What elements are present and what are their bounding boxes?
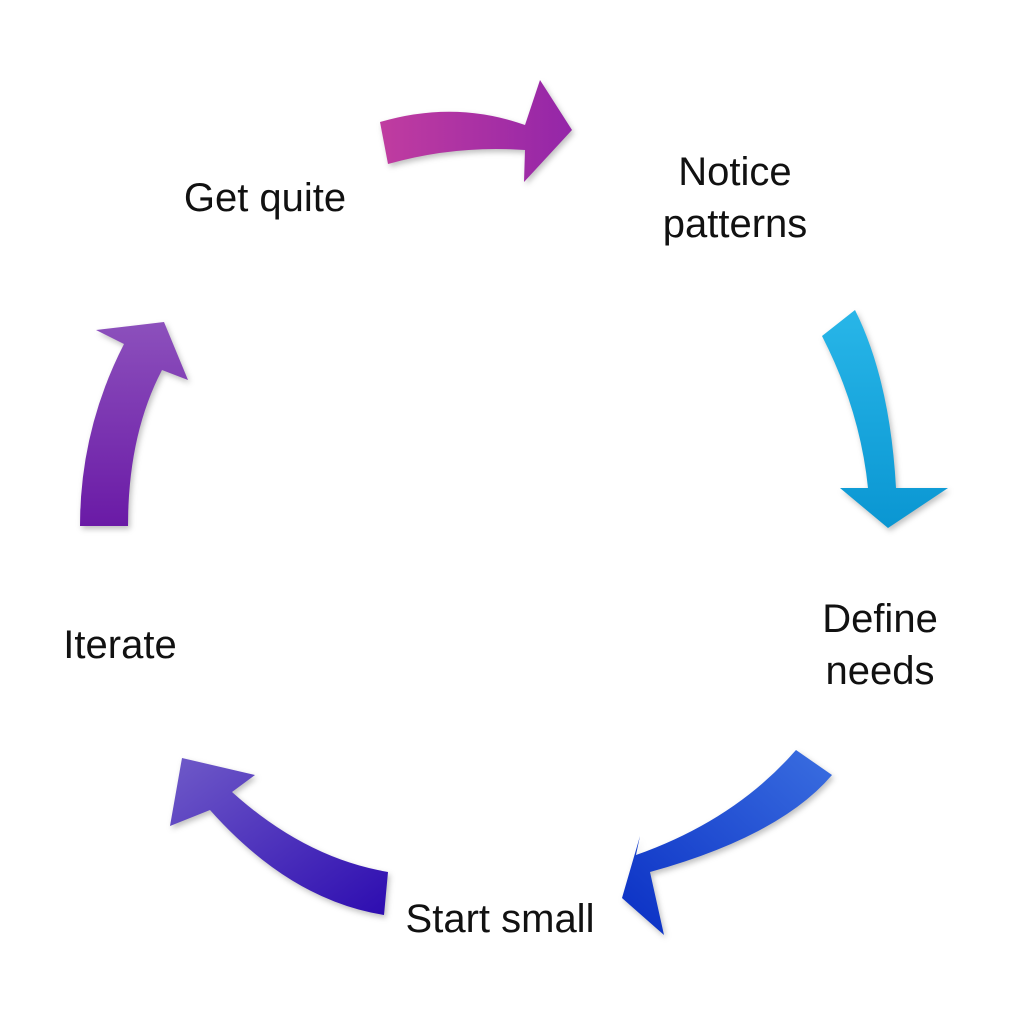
step-label-line: Notice xyxy=(678,150,792,194)
step-label-line: Iterate xyxy=(63,623,177,667)
step-label-line: Start small xyxy=(405,897,595,941)
step-label-line: Define xyxy=(822,597,938,641)
arrow-start-small-to-iterate xyxy=(170,758,388,915)
step-label-get-quite: Get quite xyxy=(165,172,365,224)
step-label-notice-patterns: Notice patterns xyxy=(630,146,840,250)
arrow-iterate-to-get-quite xyxy=(80,322,188,526)
arrow-define-needs-to-start-small xyxy=(622,750,832,935)
arrow-notice-patterns-to-define-needs xyxy=(822,310,948,528)
step-label-line: Get quite xyxy=(183,176,347,220)
step-label-line: patterns xyxy=(662,202,808,246)
step-label-iterate: Iterate xyxy=(40,619,200,671)
arrow-get-quite-to-notice-patterns xyxy=(380,80,572,182)
step-label-define-needs: Define needs xyxy=(790,593,970,697)
step-label-line: needs xyxy=(825,649,935,693)
step-label-start-small: Start small xyxy=(380,893,620,945)
